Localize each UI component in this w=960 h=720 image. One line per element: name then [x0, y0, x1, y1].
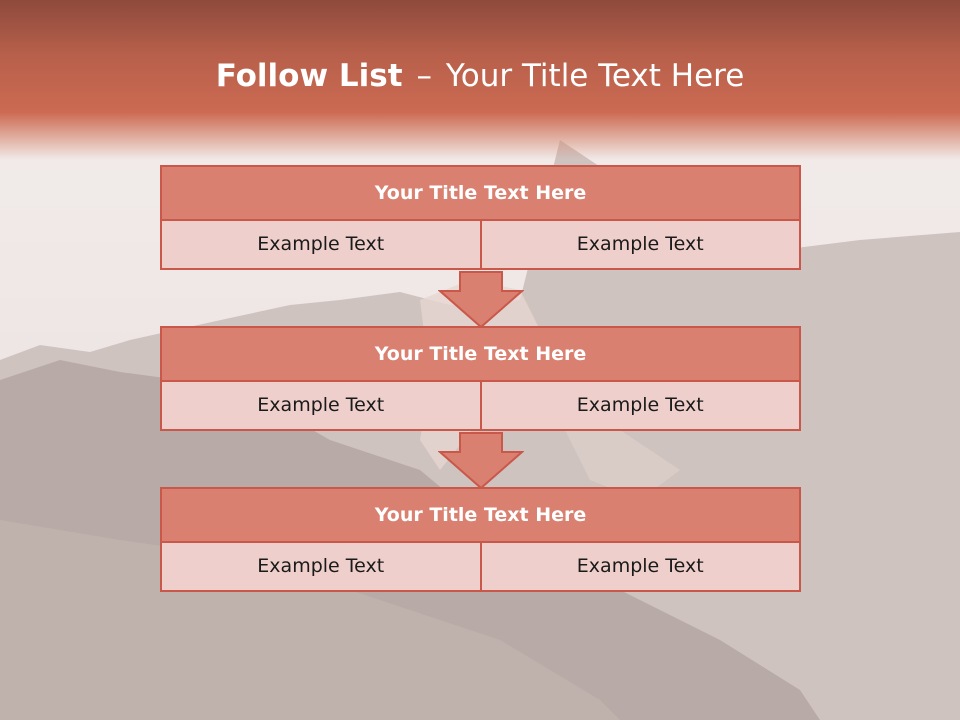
- step-row: Example Text Example Text: [160, 221, 801, 270]
- step-title: Your Title Text Here: [160, 326, 801, 382]
- down-arrow-icon: [438, 271, 524, 329]
- slide-title-rest: Your Title Text Here: [445, 58, 745, 94]
- step-row: Example Text Example Text: [160, 543, 801, 592]
- step-block-2: Your Title Text Here Example Text Exampl…: [160, 326, 801, 431]
- step-cell-right: Example Text: [481, 543, 801, 592]
- slide-title-bold: Follow List: [215, 58, 403, 94]
- step-cell-left: Example Text: [160, 543, 482, 592]
- step-title: Your Title Text Here: [160, 487, 801, 543]
- step-cell-left: Example Text: [160, 382, 482, 431]
- step-cell-right: Example Text: [481, 221, 801, 270]
- step-title: Your Title Text Here: [160, 165, 801, 221]
- title-banner: [0, 0, 960, 160]
- down-arrow-icon: [438, 432, 524, 490]
- step-cell-right: Example Text: [481, 382, 801, 431]
- slide-title: Follow List– Your Title Text Here: [0, 52, 960, 100]
- step-row: Example Text Example Text: [160, 382, 801, 431]
- step-cell-left: Example Text: [160, 221, 482, 270]
- slide-title-dash: –: [416, 58, 433, 94]
- step-block-1: Your Title Text Here Example Text Exampl…: [160, 165, 801, 270]
- step-block-3: Your Title Text Here Example Text Exampl…: [160, 487, 801, 592]
